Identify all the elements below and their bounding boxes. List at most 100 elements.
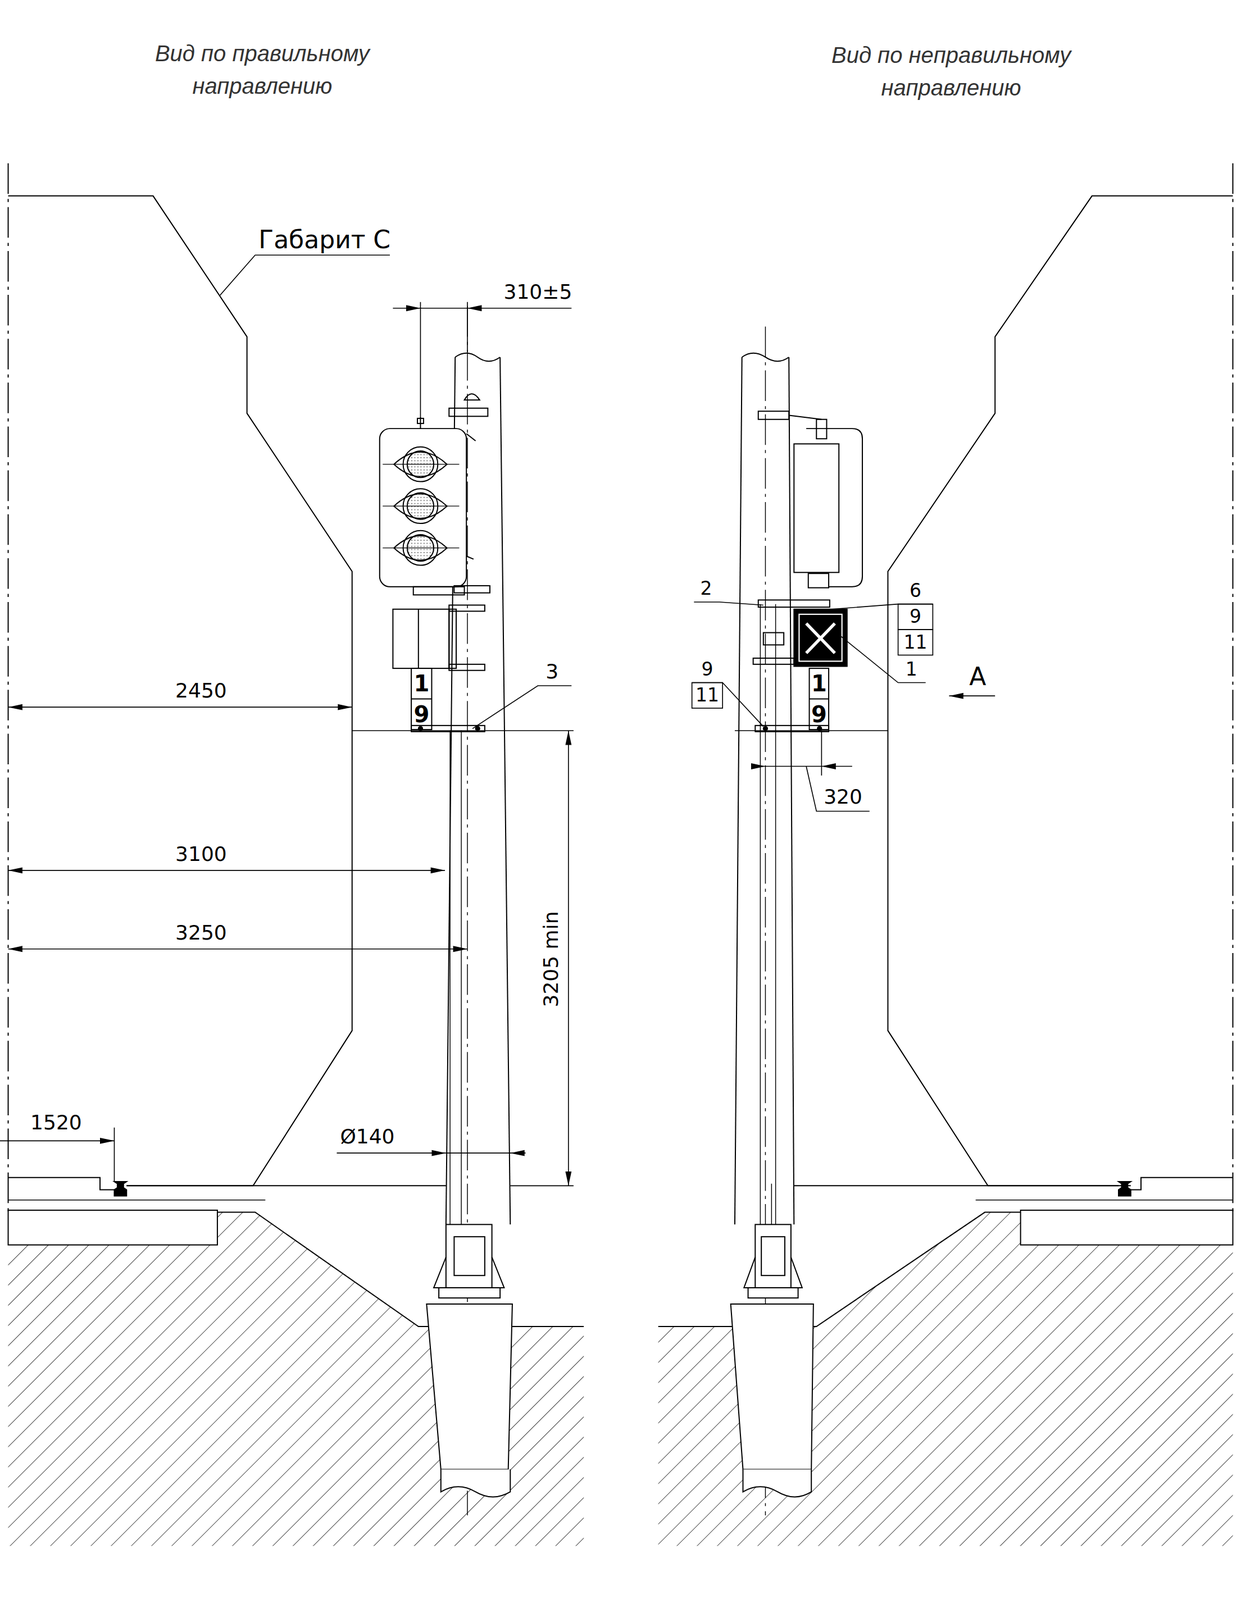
line-work xyxy=(441,1469,511,1498)
line-work xyxy=(217,1212,584,1328)
view-letter: А xyxy=(969,662,986,690)
line-work xyxy=(887,196,1233,1186)
line-work xyxy=(809,698,830,700)
arrow-heads xyxy=(8,867,23,874)
dimension-lines xyxy=(420,302,422,417)
arrow-heads xyxy=(8,704,23,711)
arrow-heads xyxy=(751,763,766,770)
dimension-lines xyxy=(8,948,468,950)
dimension-lines xyxy=(114,1128,116,1183)
line-work xyxy=(809,668,830,730)
route-digit: 9 xyxy=(811,702,827,727)
line-work xyxy=(758,411,789,420)
ground-hatch xyxy=(658,1212,1234,1547)
arrow-heads xyxy=(510,1150,525,1157)
dimension-lines xyxy=(336,1152,446,1154)
line-work xyxy=(8,1210,218,1246)
dimension-lines xyxy=(753,766,853,768)
dimension-lines xyxy=(693,602,764,606)
line-work xyxy=(460,730,462,1225)
line-work xyxy=(793,609,847,667)
line-work xyxy=(379,428,467,588)
dimension-lines xyxy=(8,706,353,708)
line-work xyxy=(798,614,842,662)
dimension-lines xyxy=(0,1141,115,1143)
line-work xyxy=(763,726,768,731)
dimension-text: 3205 min xyxy=(539,911,563,1008)
line-work xyxy=(417,609,420,669)
arrow-heads xyxy=(565,730,572,745)
line-work xyxy=(417,418,424,424)
line-work xyxy=(448,605,485,612)
line-work xyxy=(806,623,835,654)
line-work xyxy=(1118,1182,1131,1197)
arrow-heads xyxy=(431,1150,446,1157)
line-work xyxy=(219,255,390,297)
line-work xyxy=(753,658,795,665)
line-work xyxy=(1130,1178,1234,1191)
line-work xyxy=(734,357,743,1225)
line-work xyxy=(114,1182,127,1197)
dimension-text: 310±5 xyxy=(503,280,573,304)
dimension-lines xyxy=(8,870,446,872)
line-work xyxy=(382,547,459,549)
line-work xyxy=(788,357,794,1225)
dimension-text: 1520 xyxy=(30,1111,83,1135)
arrow-heads xyxy=(467,305,482,312)
dimension-text: Ø140 xyxy=(339,1125,395,1149)
dimension-lines xyxy=(806,766,870,812)
line-work xyxy=(658,1212,1021,1328)
route-digit: 1 xyxy=(811,671,827,697)
dimension-lines xyxy=(510,1185,574,1187)
line-work xyxy=(413,587,465,596)
dimension-lines xyxy=(692,683,764,727)
callout-number: 3 xyxy=(545,660,559,684)
arrow-heads xyxy=(430,867,445,874)
arrow-heads xyxy=(8,946,23,953)
line-work xyxy=(775,604,776,1226)
line-work xyxy=(499,357,511,1225)
arrow-heads xyxy=(821,763,836,770)
line-work xyxy=(791,1257,803,1289)
line-work xyxy=(748,1288,799,1299)
line-work xyxy=(758,599,830,608)
dimension-lines xyxy=(692,683,723,709)
line-work xyxy=(8,1178,115,1191)
line-work xyxy=(734,730,888,731)
line-work xyxy=(466,433,476,442)
dimension-lines xyxy=(472,685,572,729)
line-work xyxy=(438,1288,500,1299)
line-work xyxy=(761,1237,785,1276)
callout-number: 11 xyxy=(903,632,928,653)
line-work xyxy=(418,726,423,731)
line-work xyxy=(8,1199,266,1201)
line-work xyxy=(455,353,500,362)
dimension-lines xyxy=(898,604,934,630)
callout-number: 6 xyxy=(909,580,922,602)
line-work xyxy=(760,604,761,1226)
line-work xyxy=(755,1224,792,1289)
line-work xyxy=(352,730,574,731)
line-work xyxy=(1232,163,1234,1215)
line-work xyxy=(382,447,459,566)
line-work xyxy=(464,393,480,400)
line-work xyxy=(806,623,835,654)
line-work xyxy=(426,1304,513,1470)
line-work xyxy=(8,196,353,1186)
view-title: Вид по правильному направлению xyxy=(105,37,420,103)
dimension-lines xyxy=(0,302,995,1186)
gauge-label: Габарит С xyxy=(258,226,391,254)
line-work xyxy=(126,1185,447,1187)
view-title: Вид по неправильному направлению xyxy=(793,38,1109,104)
line-work xyxy=(808,573,829,588)
arrow-heads xyxy=(948,693,963,700)
arrow-heads xyxy=(8,305,964,1186)
route-digit: 9 xyxy=(413,702,430,727)
line-work xyxy=(1020,1210,1234,1246)
line-work xyxy=(743,1257,756,1289)
dimension-text: 3100 xyxy=(175,843,227,866)
line-work xyxy=(382,506,459,507)
line-work xyxy=(382,464,459,465)
